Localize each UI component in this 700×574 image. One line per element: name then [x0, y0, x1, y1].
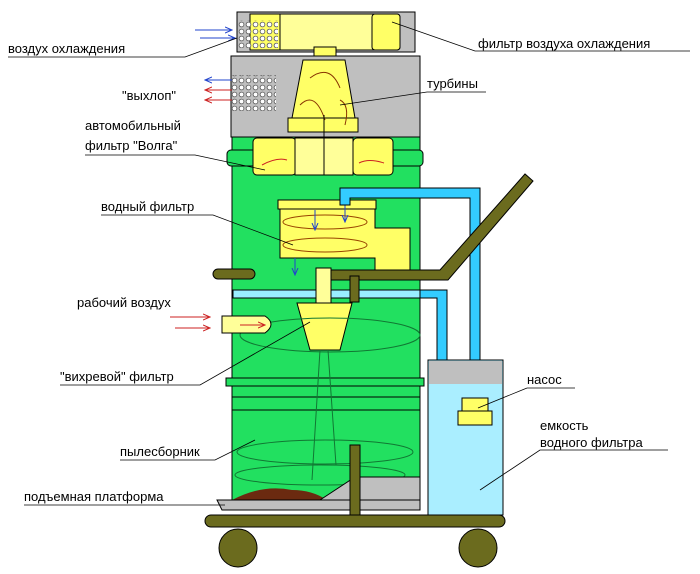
label-working-air: рабочий воздух	[77, 295, 171, 310]
label-pump: насос	[527, 372, 562, 387]
label-cooling-air-filter: фильтр воздуха охлаждения	[478, 36, 651, 51]
leader-lines	[8, 21, 690, 506]
label-lift-platform: подъемная платформа	[24, 489, 164, 504]
label-vortex-filter: "вихревой" фильтр	[60, 369, 174, 384]
turbine-housing	[230, 55, 421, 138]
volga-filter	[252, 115, 394, 176]
label-tank-line1: емкость	[540, 418, 589, 433]
vortex-filter	[221, 267, 421, 353]
label-car-filter-line1: автомобильный	[85, 118, 181, 133]
label-exhaust: "выхлоп"	[122, 88, 176, 103]
dust-collector-contents	[232, 349, 414, 500]
wheel-left	[218, 528, 258, 568]
label-dust-collector: пылесборник	[120, 444, 200, 459]
water-tank	[427, 359, 504, 516]
lift-platform	[204, 444, 506, 568]
label-tank-line2: водного фильтра	[540, 435, 643, 450]
label-turbines: турбины	[427, 76, 478, 91]
turbine	[291, 59, 356, 119]
label-cooling-air: воздух охлаждения	[8, 41, 126, 56]
label-car-filter-line2: фильтр "Волга"	[85, 138, 178, 153]
pump	[461, 397, 489, 412]
label-water-filter: водный фильтр	[101, 199, 195, 214]
cooling-air-filter	[236, 11, 416, 61]
wheel-right	[458, 528, 498, 568]
